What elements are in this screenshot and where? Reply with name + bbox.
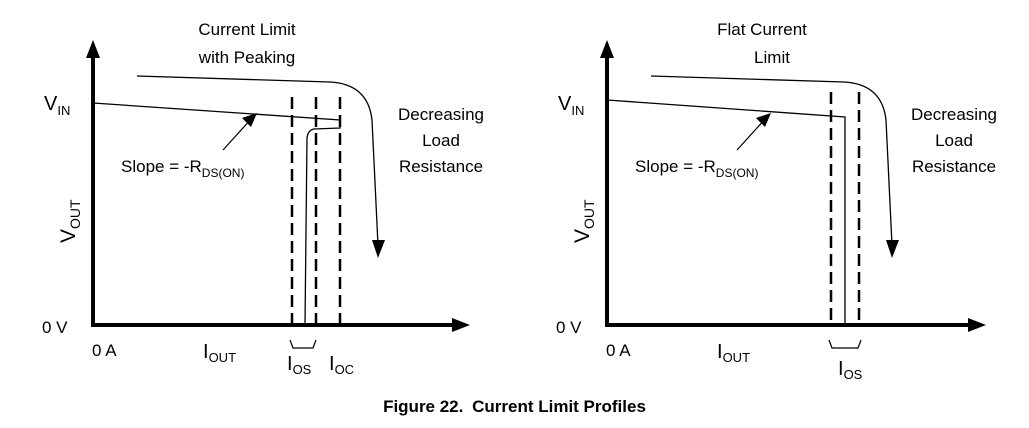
right-iout-axis-label: IOUT [717, 341, 750, 365]
left-slope-label: Slope = -RDS(ON) [121, 157, 244, 180]
left-arrow-text-line2: Load [422, 131, 460, 150]
right-arrow-text-line3: Resistance [912, 157, 996, 176]
left-arrow-text-line3: Resistance [399, 157, 483, 176]
right-decreasing-load-arrow [650, 75, 893, 246]
left-title-line2: with Peaking [198, 48, 295, 67]
right-x-axis-arrowhead [968, 318, 986, 332]
right-slope-label: Slope = -RDS(ON) [635, 157, 758, 180]
right-title-line1: Flat Current [717, 20, 807, 39]
left-vout-axis-label: VOUT [57, 199, 83, 243]
left-y-axis-arrowhead [86, 40, 100, 58]
left-vout-curve [92, 102, 341, 326]
left-zero-amps-label: 0 A [92, 341, 117, 360]
figure-title: Current Limit Profiles [472, 397, 646, 416]
right-zero-amps-label: 0 A [606, 341, 631, 360]
right-slope-pointer-arrowhead [756, 113, 771, 127]
left-title-line1: Current Limit [198, 20, 296, 39]
left-arrow-text-line1: Decreasing [398, 105, 484, 124]
left-ios-brace [289, 339, 317, 349]
left-panel: Current Limit with Peaking VIN VOUT 0 V … [42, 20, 484, 377]
right-vout-axis-label: VOUT [571, 199, 597, 243]
left-slope-pointer [222, 117, 253, 151]
figure-caption: Figure 22. Current Limit Profiles [0, 397, 1029, 417]
left-decreasing-load-arrow [136, 75, 379, 246]
left-ioc-label: IOC [329, 353, 354, 377]
left-ios-label: IOS [287, 353, 312, 377]
left-zero-volts-label: 0 V [42, 318, 68, 337]
left-decreasing-load-arrowhead [372, 240, 385, 258]
right-ios-brace [828, 339, 862, 349]
right-ios-label: IOS [838, 358, 863, 382]
right-title-line2: Limit [754, 48, 790, 67]
right-arrow-text-line1: Decreasing [911, 105, 997, 124]
right-zero-volts-label: 0 V [556, 318, 582, 337]
right-decreasing-load-arrowhead [886, 240, 899, 258]
left-slope-pointer-arrowhead [242, 113, 257, 127]
right-vout-curve [606, 99, 846, 325]
right-panel: Flat Current Limit VIN VOUT 0 V 0 A IOUT… [556, 20, 997, 382]
left-vin-label: VIN [44, 93, 70, 118]
left-x-axis-arrowhead [452, 318, 470, 332]
right-arrow-text-line2: Load [935, 131, 973, 150]
figure-number: Figure 22. [383, 397, 464, 416]
right-vin-label: VIN [558, 93, 584, 118]
right-y-axis-arrowhead [600, 40, 614, 58]
right-slope-pointer [736, 117, 767, 151]
left-iout-axis-label: IOUT [203, 341, 236, 365]
